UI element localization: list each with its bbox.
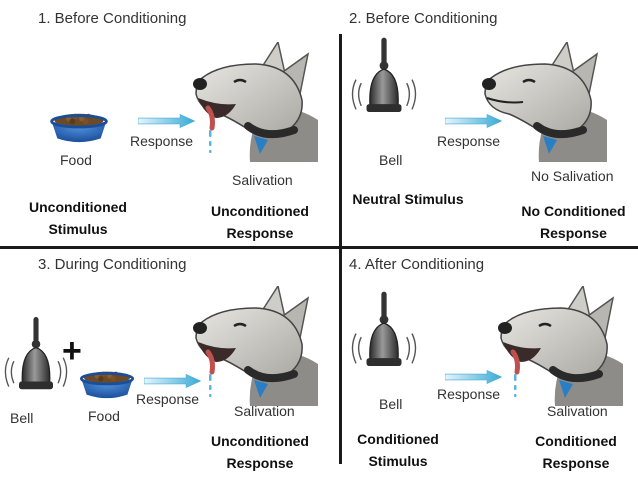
stimulus-label: Bell (379, 396, 403, 412)
stimulus-label-bell: Bell (10, 410, 34, 426)
plus-sign: + (62, 332, 82, 370)
response-label: No Salivation (531, 168, 614, 184)
food-bowl-icon (46, 108, 112, 146)
dog-head-icon (495, 286, 625, 406)
arrow-right-icon (138, 112, 196, 130)
panel-before-conditioning-1: 1. Before Conditioning Food Response Sal… (0, 0, 341, 248)
food-bowl-icon (76, 366, 138, 402)
arrow-label: Response (437, 386, 501, 402)
response-label: Salivation (547, 403, 608, 419)
arrow-label: Response (130, 133, 194, 149)
stimulus-caption: Neutral Stimulus (352, 191, 464, 207)
dog-head-icon (190, 42, 320, 162)
dog-head-icon (479, 42, 609, 162)
panel-during-conditioning: 3. During Conditioning + Bell Food Respo… (0, 248, 341, 479)
vertical-divider (339, 34, 342, 464)
stimulus-label: Bell (379, 152, 403, 168)
arrow-label: Response (136, 391, 200, 407)
panel-title: 1. Before Conditioning (38, 10, 187, 27)
bell-icon (2, 314, 70, 410)
arrow-label: Response (437, 133, 501, 149)
dog-head-icon (190, 286, 320, 406)
stimulus-label: Food (60, 152, 92, 168)
stimulus-label-food: Food (88, 408, 120, 424)
panel-before-conditioning-2: 2. Before Conditioning Bell Response No … (341, 0, 638, 248)
panel-after-conditioning: 4. After Conditioning Bell Response Sali… (341, 248, 638, 479)
panel-title: 4. After Conditioning (349, 256, 485, 273)
panel-title: 2. Before Conditioning (349, 10, 498, 27)
bell-icon (349, 34, 419, 134)
horizontal-divider (0, 246, 638, 249)
bell-icon (349, 288, 419, 388)
response-label: Salivation (234, 403, 295, 419)
panel-title: 3. During Conditioning (38, 256, 187, 273)
response-label: Salivation (232, 172, 293, 188)
